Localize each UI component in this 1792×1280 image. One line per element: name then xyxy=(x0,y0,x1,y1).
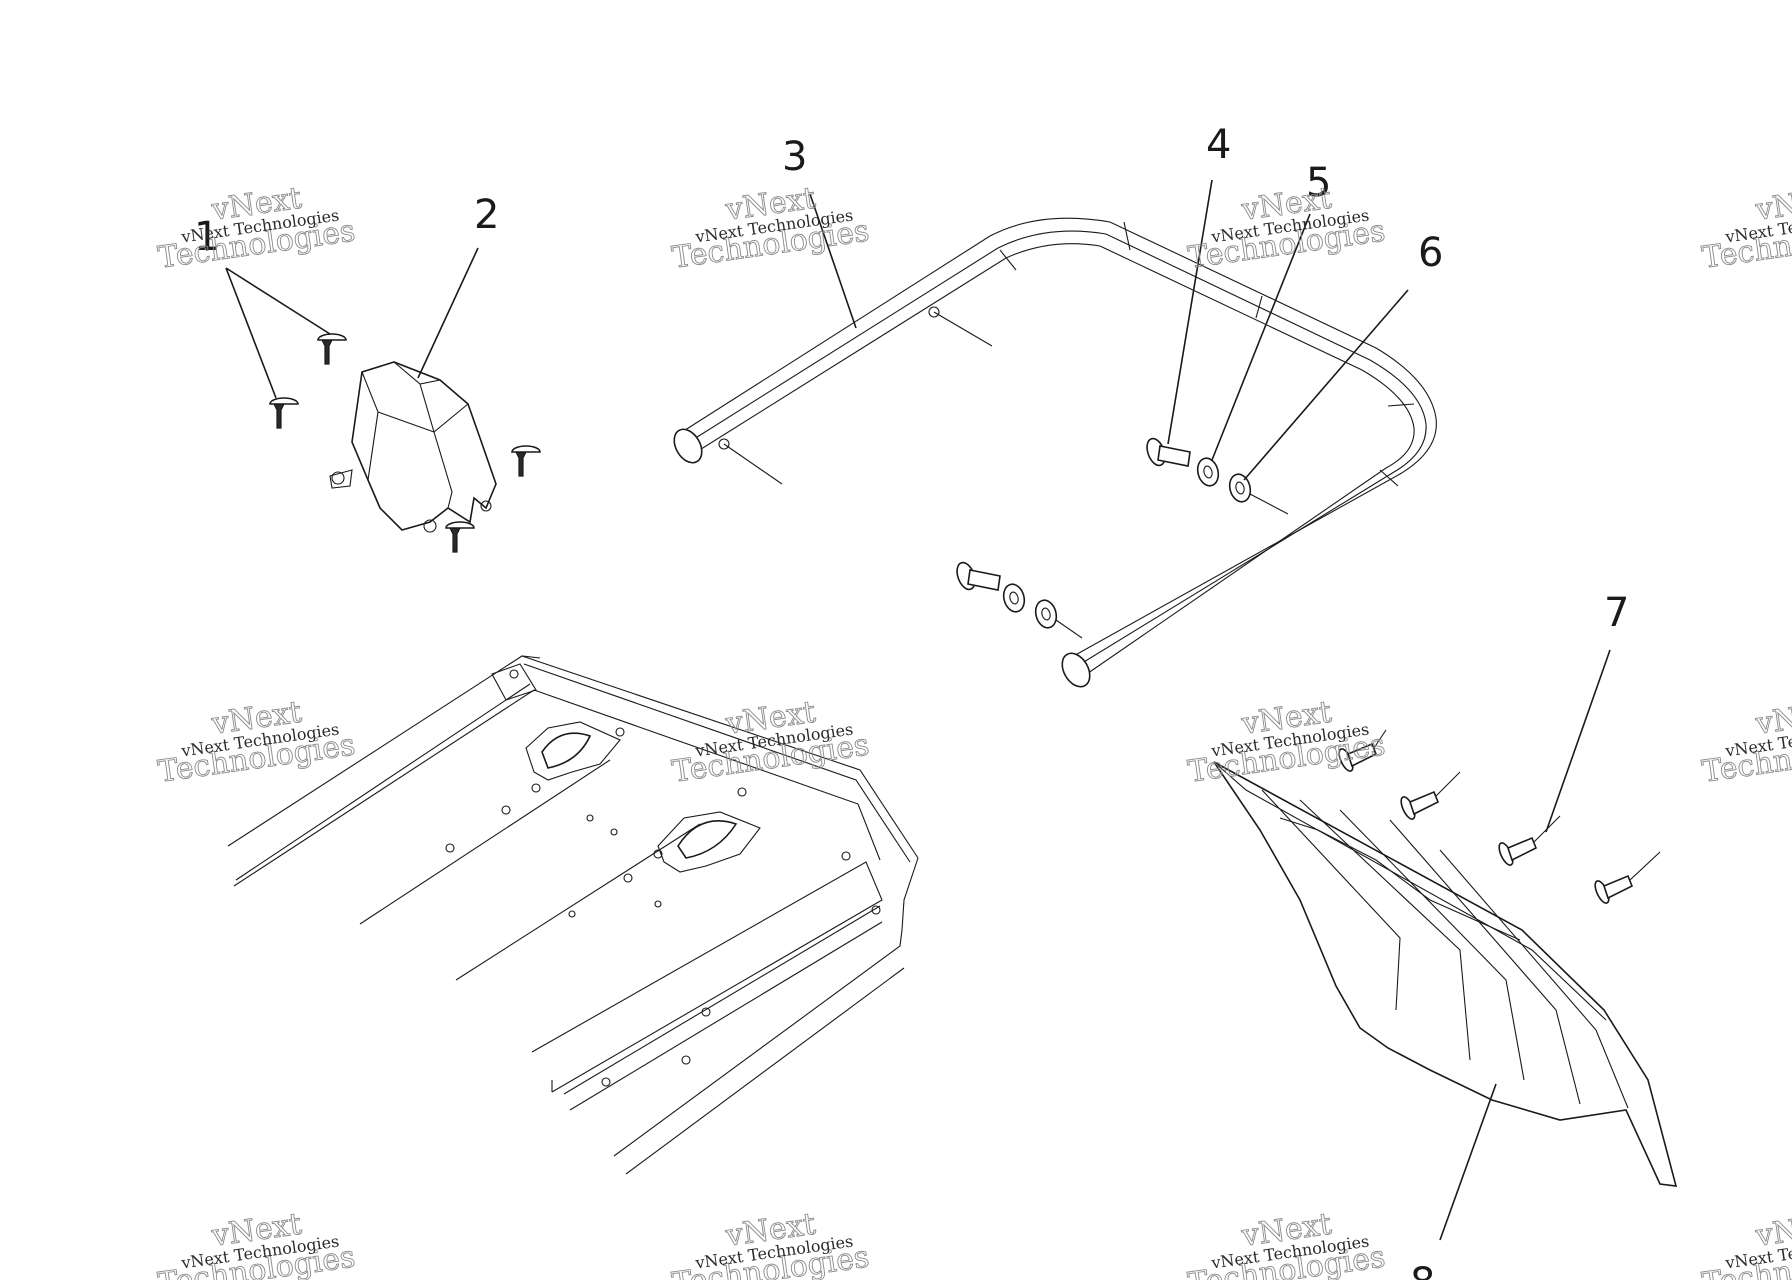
rivet-7c xyxy=(1498,815,1561,866)
cover-part xyxy=(329,361,497,533)
watermark-r2c4: vNext Technologies vNext Technologies xyxy=(1699,694,1792,790)
leader-7 xyxy=(1545,649,1611,833)
snow-flap xyxy=(1213,761,1678,1187)
watermark-r3c4: vNext Technologies vNext Technologies xyxy=(1699,1206,1792,1280)
callout-2: 2 xyxy=(474,192,499,238)
rivet-7a xyxy=(1338,729,1387,772)
watermark-r2c3: vNext Technologies vNext Technologies xyxy=(1185,694,1387,790)
callout-8: 8 xyxy=(1410,1260,1435,1280)
callout-3: 3 xyxy=(782,134,807,180)
leader-4 xyxy=(1167,179,1213,445)
watermark-r1c1: vNext Technologies vNext Technologies xyxy=(155,180,357,276)
screw-1d xyxy=(445,521,475,553)
washer-6-upper xyxy=(1228,473,1252,503)
leader-1a xyxy=(225,267,331,335)
callout-6: 6 xyxy=(1418,230,1443,276)
leader-8 xyxy=(1439,1083,1497,1241)
rivet-7d xyxy=(1594,851,1661,904)
watermark-r1c4: vNext Technologies vNext Technologies xyxy=(1699,180,1792,276)
watermark-r1c2: vNext Technologies vNext Technologies xyxy=(669,180,871,276)
pin-line-6-lower xyxy=(1055,619,1083,639)
washer-5-upper xyxy=(1196,457,1220,487)
watermark-r2c1: vNext Technologies vNext Technologies xyxy=(155,694,357,790)
watermark-r3c1: vNext Technologies vNext Technologies xyxy=(155,1206,357,1280)
callout-5: 5 xyxy=(1306,160,1331,206)
pin-line-6-upper xyxy=(1249,493,1289,515)
callout-1: 1 xyxy=(194,214,219,260)
leader-6 xyxy=(1243,289,1409,481)
screw-1c xyxy=(511,445,541,477)
callout-7: 7 xyxy=(1604,590,1629,636)
bolt-lower xyxy=(956,561,1001,591)
bumper-bar xyxy=(673,217,1437,688)
washer-5-lower xyxy=(1002,583,1026,613)
bolt-upper xyxy=(1146,437,1191,467)
leader-1b xyxy=(225,267,277,399)
rear-tunnel xyxy=(227,655,919,1175)
screw-1a xyxy=(317,333,347,365)
leader-5 xyxy=(1211,213,1311,461)
watermark-r3c3: vNext Technologies vNext Technologies xyxy=(1185,1206,1387,1280)
rivet-7b xyxy=(1400,771,1461,820)
callout-4: 4 xyxy=(1206,122,1231,168)
leader-2 xyxy=(417,247,479,379)
screw-1b xyxy=(269,397,299,429)
leader-3 xyxy=(809,193,857,329)
washer-6-lower xyxy=(1034,599,1058,629)
watermark-r3c2: vNext Technologies vNext Technologies xyxy=(669,1206,871,1280)
watermark-r1c3: vNext Technologies vNext Technologies xyxy=(1185,180,1387,276)
